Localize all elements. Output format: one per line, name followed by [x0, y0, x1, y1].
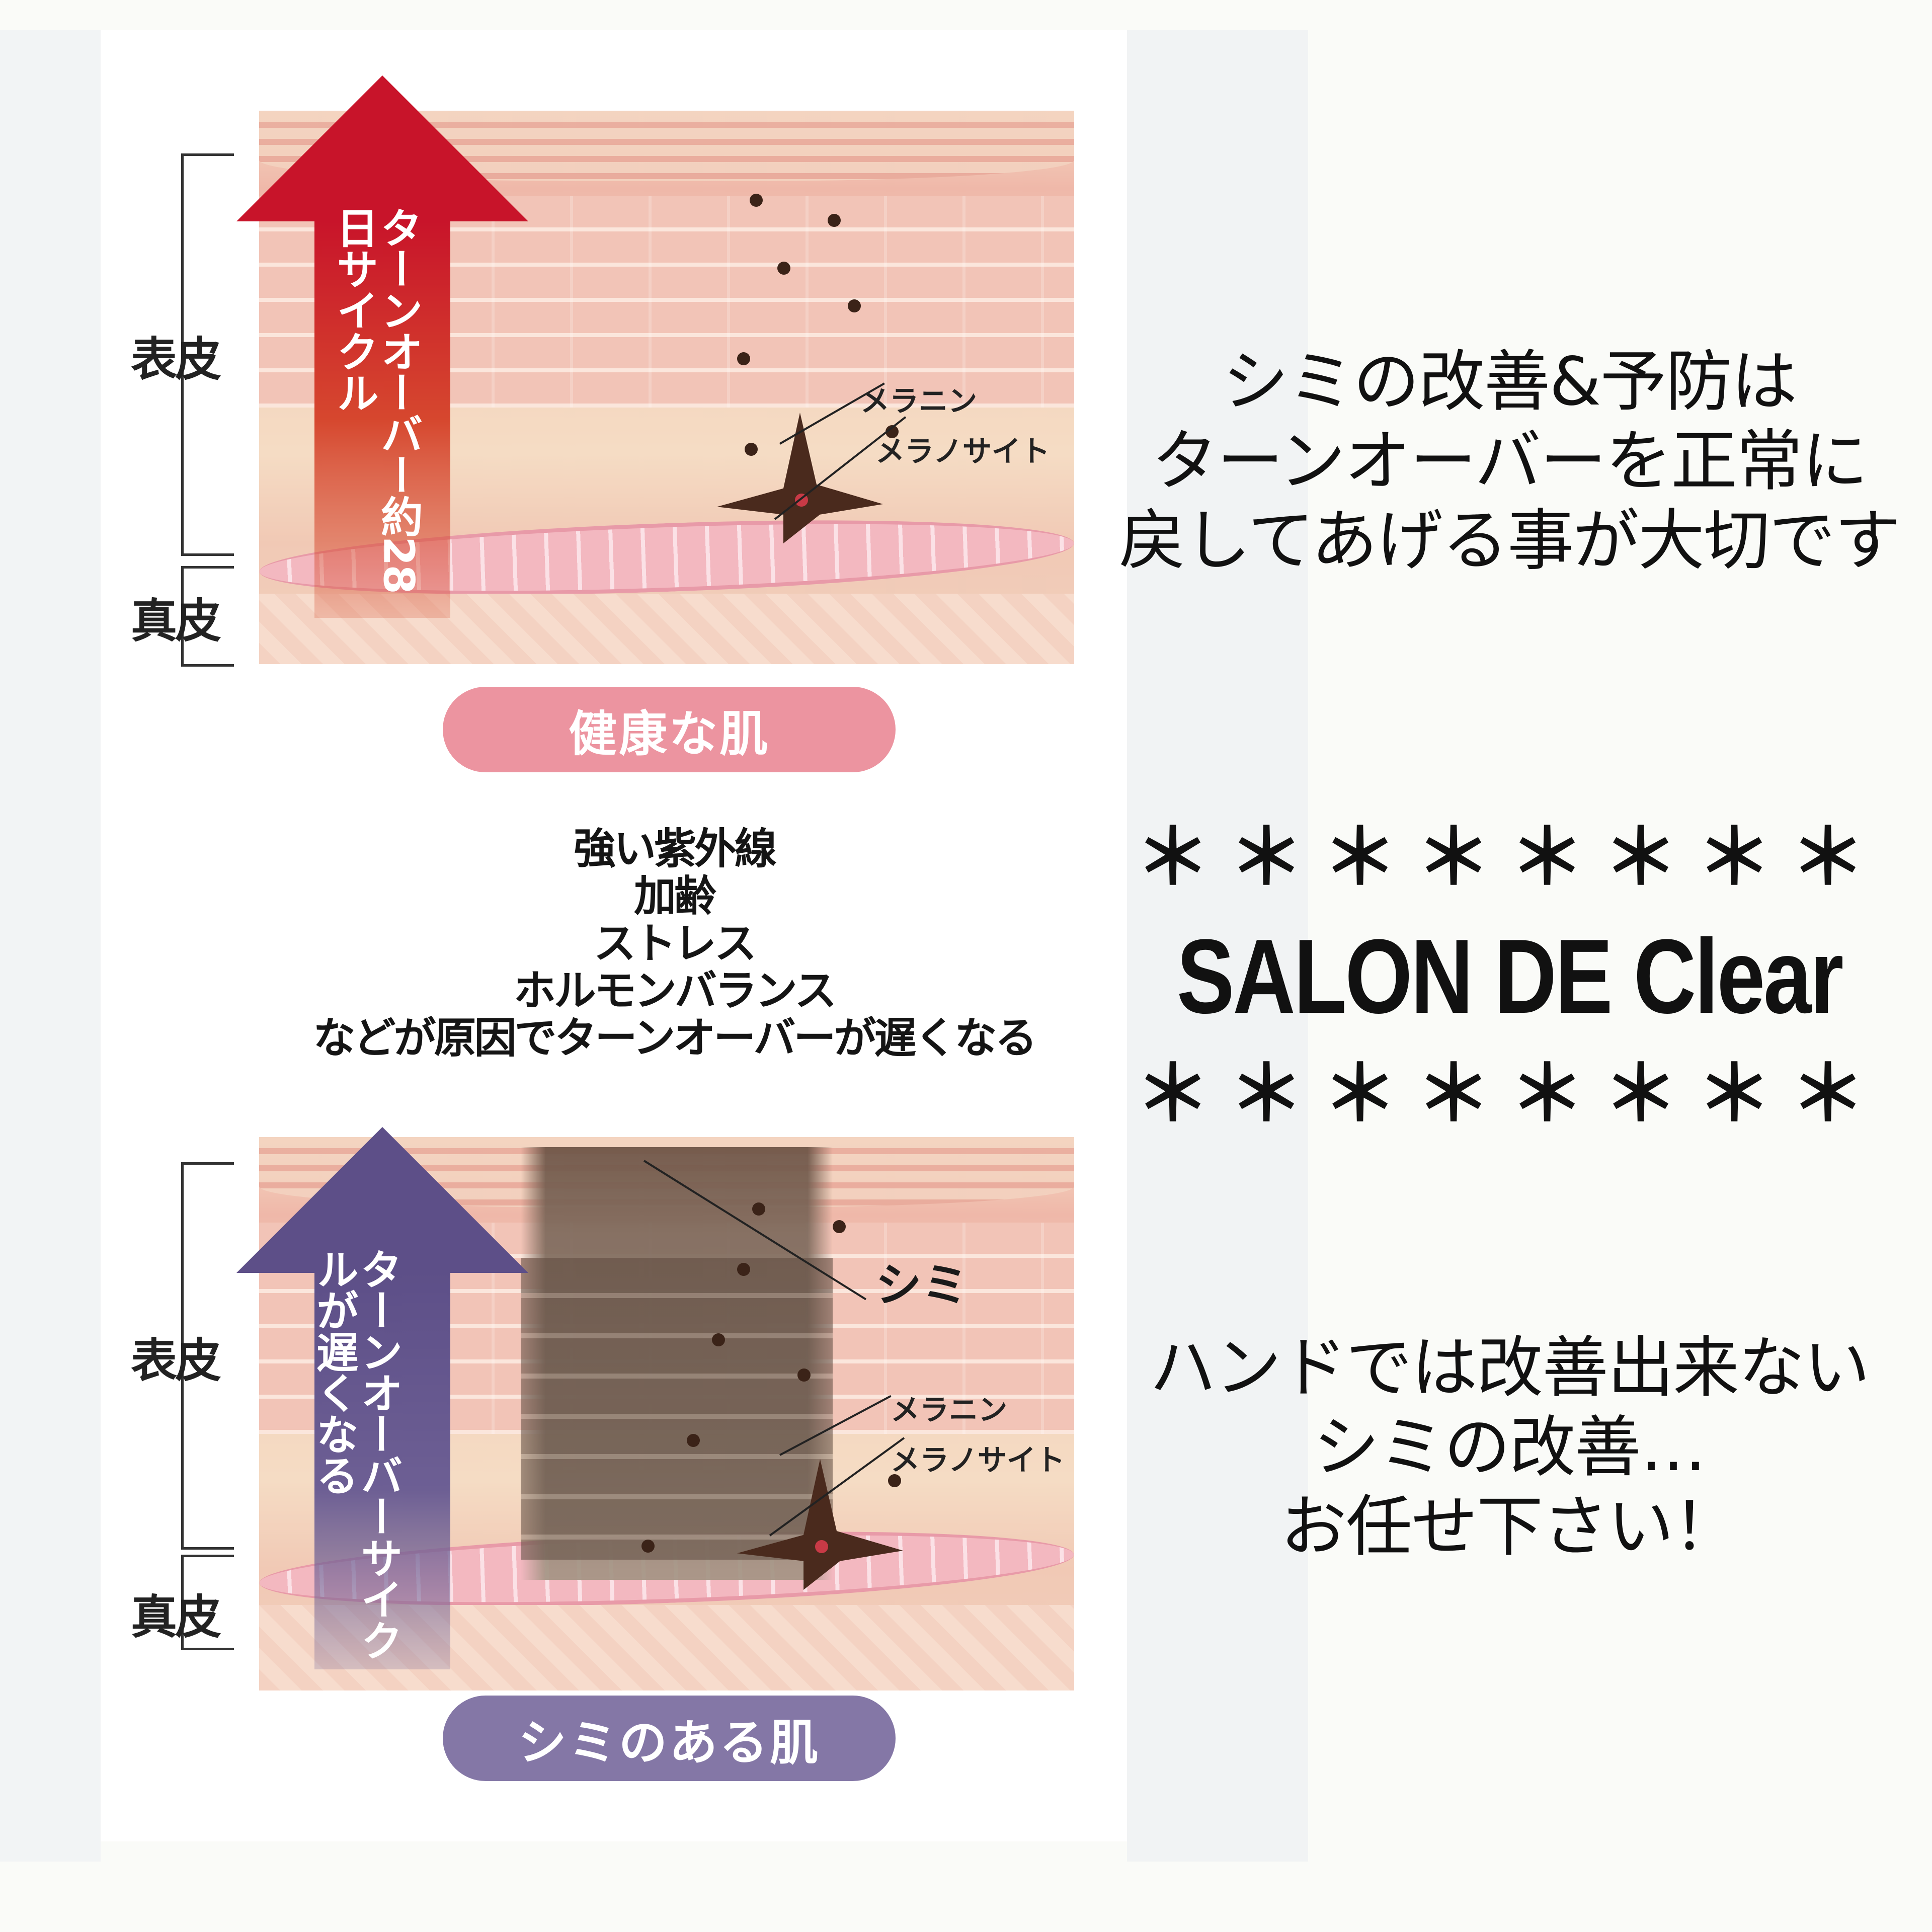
turnover-arrow: ターンオーバー約28日サイクル [236, 75, 528, 619]
message-line: シミの改善&予防は [1222, 343, 1798, 421]
background-strip-left [0, 30, 101, 1862]
salon-brand-name: SALON DE Clear [1176, 917, 1844, 1035]
melanin-dot [833, 1220, 846, 1233]
arrow-shaft [314, 220, 450, 618]
healthy-skin-diagram: 表皮 真皮 ターンオーバー約28日サイクル メラニン メラノサイト [121, 75, 1097, 667]
melanocyte-callout: メラノサイト [891, 1443, 1065, 1477]
dermis-label: 真皮 [131, 1590, 221, 1644]
cause-hormone: ホルモンバランス [513, 966, 837, 1015]
melanin-dot [797, 1369, 811, 1382]
arrow-shaft [314, 1272, 450, 1669]
spotted-skin-label: シミのある肌 [443, 1696, 896, 1781]
pigmented-cells [521, 1258, 833, 1560]
epidermis-bracket [181, 153, 234, 556]
melanin-dot [687, 1434, 700, 1447]
epidermis-label: 表皮 [131, 333, 221, 386]
causes-summary: などが原因でターンオーバーが遅くなる [313, 1013, 1037, 1063]
message-line: ターンオーバーを正常に [1151, 423, 1868, 500]
melanin-callout: メラニン [891, 1393, 1008, 1427]
cause-stress: ストレス [593, 919, 757, 968]
turnover-causes-list: 強い紫外線 加齢 ストレス ホルモンバランス などが原因でターンオーバーが遅くな… [282, 825, 1067, 1062]
melanin-dot [750, 194, 763, 207]
dermis-bracket [181, 1555, 234, 1650]
spot-callout: シミ [875, 1258, 969, 1312]
melanin-dot [848, 299, 861, 312]
message-line: シミの改善… [1313, 1409, 1707, 1486]
asterisk-divider-bottom: ＊＊＊＊＊＊＊＊ [1135, 1051, 1884, 1138]
dermis-bracket [181, 566, 234, 667]
epidermis-bracket [181, 1162, 234, 1550]
melanin-dot [828, 214, 841, 227]
dermis-label: 真皮 [131, 594, 221, 648]
turnover-importance-message: シミの改善&予防は ターンオーバーを正常に 戻してあげる事が大切です [1097, 342, 1922, 581]
cause-uv: 強い紫外線 [573, 824, 777, 873]
spotted-skin-diagram: 表皮 真皮 ターンオーバーサイクルが遅くなる シミ メラニン メラノサイト [121, 1127, 1097, 1691]
turnover-cycle-text: ターンオーバー約28日サイクル [330, 206, 424, 593]
melanin-dot [777, 262, 790, 275]
melanin-dot [641, 1540, 655, 1553]
healthy-skin-label: 健康な肌 [443, 687, 896, 772]
message-line: 戻してあげる事が大切です [1118, 502, 1901, 580]
epidermis-label: 表皮 [131, 1334, 221, 1388]
melanin-dot [737, 1263, 750, 1276]
service-pitch-message: ハンドでは改善出来ない シミの改善… お任せ下さい！ [1097, 1328, 1922, 1567]
arrow-head [236, 75, 528, 221]
message-line: ハンドでは改善出来ない [1150, 1329, 1870, 1407]
asterisk-divider-top: ＊＊＊＊＊＊＊＊ [1135, 814, 1884, 902]
cause-aging: 加齢 [633, 871, 716, 921]
melanin-dot [712, 1333, 725, 1346]
slow-turnover-arrow: ターンオーバーサイクルが遅くなる [236, 1127, 528, 1670]
melanin-dot [888, 1474, 901, 1487]
melanin-dot [745, 443, 758, 456]
melanin-dot [737, 352, 750, 365]
melanin-callout: メラニン [860, 384, 978, 418]
background-strip-middle [1127, 30, 1308, 1862]
message-line: お任せ下さい！ [1280, 1488, 1739, 1566]
slow-turnover-text: ターンオーバーサイクルが遅くなる [309, 1248, 404, 1660]
melanocyte-callout: メラノサイト [875, 434, 1050, 468]
melanin-dot [752, 1202, 765, 1216]
